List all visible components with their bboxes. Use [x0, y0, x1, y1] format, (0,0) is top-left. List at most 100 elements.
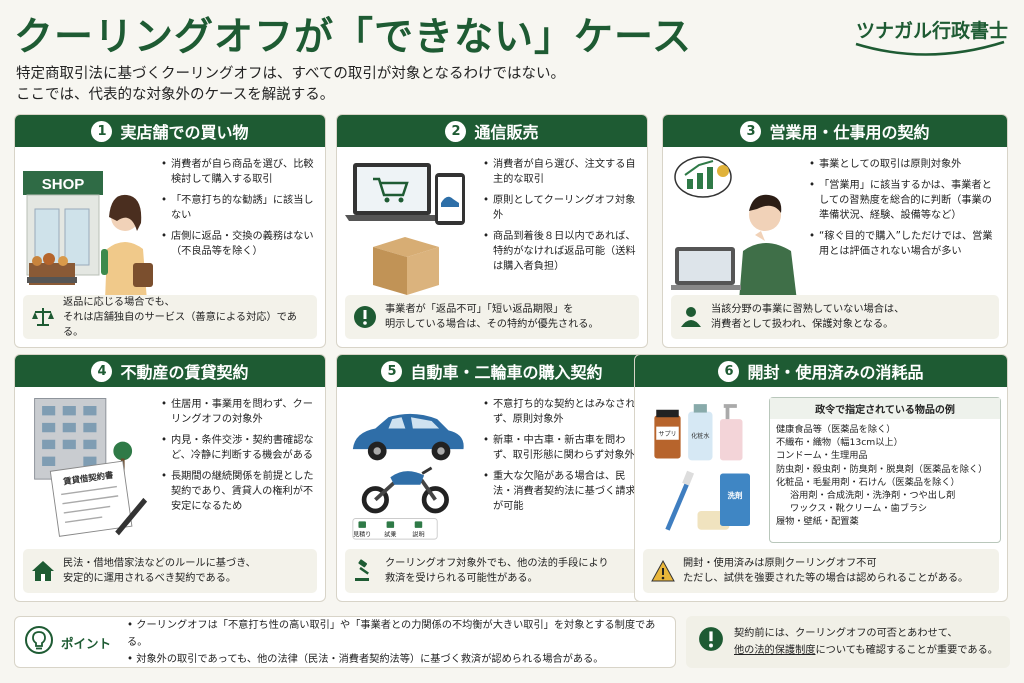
card-real-estate: 4 不動産の賃貸契約 賃貸借契約書 住居用・事業用を問わず、クーリングオフの対象…: [14, 354, 326, 602]
bullet-item: 事業としての取引は原則対象外: [809, 157, 999, 172]
card-header: 3 営業用・仕事用の契約: [663, 115, 1007, 147]
card-number: 6: [718, 360, 740, 382]
page-title: クーリングオフが「できない」ケース: [14, 15, 693, 60]
house-icon: [31, 559, 55, 583]
card-note: クーリングオフ対象外でも、他の法的手段により 救済を受けられる可能性がある。: [345, 549, 639, 593]
goods-item: 防虫剤・殺虫剤・防臭剤・脱臭剤（医薬品を除く）: [776, 463, 988, 475]
card-number: 2: [445, 120, 467, 142]
goods-item: 健康食品等（医薬品を除く）: [776, 424, 896, 435]
designated-goods-box: 政令で指定されている物品の例 健康食品等（医薬品を除く） 不織布・織物（幅13c…: [769, 397, 1001, 543]
goods-item: 不織布・織物（幅13cm以上）: [776, 437, 903, 449]
card-header: 2 通信販売: [337, 115, 647, 147]
bullet-item: 新車・中古車・新古車を問わず、取引形態に関わらず対象外: [483, 433, 645, 463]
intro-line-2: ここでは、代表的な対象外のケースを解説する。: [16, 87, 335, 103]
card-header: 1 実店舗での買い物: [15, 115, 325, 147]
intro-line-1: 特定商取引法に基づくクーリングオフは、すべての取引が対象となるわけではない。: [16, 66, 565, 82]
card-note: 開封・使用済みは原則クーリングオフ不可 ただし、試供を強要された等の場合は認めら…: [643, 549, 999, 593]
exclamation-icon: [353, 305, 377, 329]
person-icon: [679, 305, 703, 329]
card-title: 自動車・二輪車の購入契約: [410, 363, 603, 382]
card-header: 6 開封・使用済みの消耗品: [635, 355, 1007, 387]
note-line-2: それは店舗独自のサービス（善意による対応）である。: [63, 311, 297, 338]
card-title: 開封・使用済みの消耗品: [747, 363, 924, 382]
card-bullets: 事業としての取引は原則対象外 「営業用」に該当するかは、事業者としての習熟度を総…: [809, 157, 999, 265]
advice-line-2: 他の法的保護制度についても確認することが重要である。: [734, 642, 998, 659]
card-title: 不動産の賃貸契約: [120, 363, 249, 382]
bullet-item: 消費者が自ら商品を選び、比較検討して購入する取引: [161, 157, 323, 187]
detergent-label: 洗剤: [728, 490, 743, 500]
point-box: ポイント クーリングオフは「不意打ち性の高い取引」や「事業者との力関係の不均衡が…: [14, 616, 676, 668]
note-line-1: 民法・借地借家法などのルールに基づき、: [63, 558, 256, 569]
card-bullets: 消費者が自ら選び、注文する自主的な取引 原則としてクーリングオフ対象外 商品到着…: [483, 157, 645, 280]
bullet-item: “稼ぐ目的で購入”しただけでは、営業用とは評価されない場合が多い: [809, 229, 999, 259]
card-vehicle: 5 自動車・二輪車の購入契約 見積り 試乗 説明 不意打ち的な契約とはみなされず…: [336, 354, 648, 602]
point-label: ポイント: [61, 635, 112, 651]
note-text: 民法・借地借家法などのルールに基づき、 安定的に運用されるべき契約である。: [63, 556, 256, 586]
card-note: 当該分野の事業に習熟していない場合は、 消費者として扱われ、保護対象となる。: [671, 295, 999, 339]
consumables-illustration: サプリ 化粧水 洗剤: [654, 404, 750, 531]
online-shopping-illustration: [345, 163, 465, 295]
card-note: 事業者が「返品不可」「短い返品期限」を 明示している場合は、その特約が優先される…: [345, 295, 639, 339]
step-label: 見積り: [353, 530, 371, 538]
note-line-1: 返品に応じる場合でも、: [63, 296, 175, 308]
intro: 特定商取引法に基づくクーリングオフは、すべての取引が対象となるわけではない。 こ…: [16, 64, 565, 106]
bullet-item: 店側に返品・交換の義務はない（不良品等を除く）: [161, 229, 323, 259]
advice-line-2-rest: についても確認することが重要である。: [815, 645, 998, 656]
goods-item: 化粧品・毛髪用剤・石けん（医薬品を除く）: [776, 476, 960, 488]
card-title: 営業用・仕事用の契約: [769, 123, 930, 142]
building-contract-illustration: 賃貸借契約書: [34, 398, 148, 537]
advice-line-1: 契約前には、クーリングオフの可否とあわせて、: [734, 628, 958, 639]
advice-underlined: 他の法的保護制度: [734, 645, 816, 656]
car-motorcycle-illustration: 見積り 試乗 説明: [352, 413, 464, 540]
note-text: 事業者が「返品不可」「短い返品期限」を 明示している場合は、その特約が優先される…: [385, 302, 599, 332]
goods-item: ワックス・靴クリーム・歯ブラシ: [790, 503, 928, 515]
note-line-1: クーリングオフ対象外でも、他の法的手段により: [385, 558, 609, 569]
note-line-1: 事業者が「返品不可」「短い返品期限」を: [385, 304, 574, 315]
note-line-2: 救済を受けられる可能性がある。: [385, 573, 538, 584]
note-text: クーリングオフ対象外でも、他の法的手段により 救済を受けられる可能性がある。: [385, 556, 609, 586]
bullet-item: 原則としてクーリングオフ対象外: [483, 193, 645, 223]
card-mail-order: 2 通信販売 消費者が自ら選び、注文する自主的な取引 原則としてクーリングオフ対…: [336, 114, 648, 348]
card-consumables: 6 開封・使用済みの消耗品 サプリ 化粧水 洗剤 政令で指定されている物品の例 …: [634, 354, 1008, 602]
logo-text: ツナガル行政書士: [855, 20, 1008, 42]
card-header: 5 自動車・二輪車の購入契約: [337, 355, 647, 387]
logo: ツナガル行政書士: [848, 16, 1008, 62]
step-label: 試乗: [384, 530, 396, 538]
bullet-item: 内見・条件交渉・契約書確認など、冷静に判断する機会がある: [161, 433, 323, 463]
card-store: 1 実店舗での買い物 SHOP 消費者が自ら商品を選び、比較検討して購入する取引…: [14, 114, 326, 348]
goods-title: 政令で指定されている物品の例: [770, 398, 1000, 419]
supplement-label: サプリ: [658, 431, 676, 438]
note-text: 当該分野の事業に習熟していない場合は、 消費者として扱われ、保護対象となる。: [711, 302, 904, 332]
note-line-2: 安定的に運用されるべき契約である。: [63, 573, 237, 584]
note-line-1: 当該分野の事業に習熟していない場合は、: [711, 304, 905, 315]
bullet-item: 消費者が自ら選び、注文する自主的な取引: [483, 157, 645, 187]
goods-item: コンドーム・生理用品: [776, 450, 868, 462]
card-title: 通信販売: [474, 123, 539, 142]
exclamation-icon: [698, 626, 724, 658]
point-item: クーリングオフは「不意打ち性の高い取引」や「事業者との力関係の不均衡が大きい取引…: [127, 617, 675, 651]
card-note: 返品に応じる場合でも、 それは店舗独自のサービス（善意による対応）である。: [23, 295, 317, 339]
bullet-item: 長期間の継続関係を前提とした契約であり、賃貸人の権利が不安定になるため: [161, 469, 323, 514]
point-item: 対象外の取引であっても、他の法律（民法・消費者契約法等）に基づく救済が認められる…: [127, 651, 675, 668]
goods-item: 履物・壁紙・配置薬: [776, 516, 859, 528]
scale-icon: [31, 305, 55, 329]
card-bullets: 消費者が自ら商品を選び、比較検討して購入する取引 「不意打ち的な勧誘」に該当しな…: [161, 157, 323, 265]
lotion-label: 化粧水: [691, 432, 709, 440]
goods-item: 浴用剤・合成洗剤・洗浄剤・つや出し剤: [790, 490, 956, 502]
step-label: 説明: [412, 530, 424, 538]
card-header: 4 不動産の賃貸契約: [15, 355, 325, 387]
card-bullets: 住居用・事業用を問わず、クーリングオフの対象外 内見・条件交渉・契約書確認など、…: [161, 397, 323, 520]
store-illustration: SHOP: [23, 171, 153, 301]
business-person-illustration: [671, 156, 797, 301]
note-text: 返品に応じる場合でも、 それは店舗独自のサービス（善意による対応）である。: [63, 295, 309, 340]
lightbulb-icon: [25, 626, 53, 658]
card-note: 民法・借地借家法などのルールに基づき、 安定的に運用されるべき契約である。: [23, 549, 317, 593]
gavel-icon: [353, 559, 377, 583]
point-list: クーリングオフは「不意打ち性の高い取引」や「事業者との力関係の不均衡が大きい取引…: [127, 617, 675, 668]
note-line-2: 明示している場合は、その特約が優先される。: [385, 319, 599, 330]
note-line-2: ただし、試供を強要された等の場合は認められることがある。: [683, 573, 969, 584]
bullet-item: 商品到着後８日以内であれば、特約がなければ返品可能（送料は購入者負担）: [483, 229, 645, 274]
warning-icon: [651, 559, 675, 583]
note-text: 開封・使用済みは原則クーリングオフ不可 ただし、試供を強要された等の場合は認めら…: [683, 556, 968, 586]
card-title: 実店舗での買い物: [120, 123, 249, 142]
